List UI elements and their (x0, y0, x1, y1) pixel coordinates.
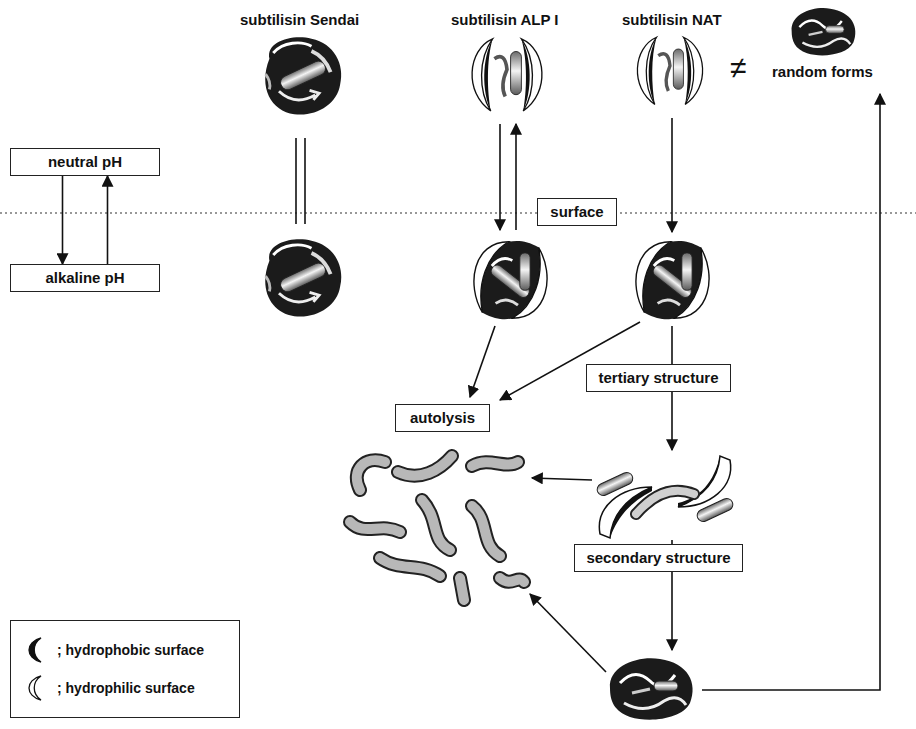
label-box: alkaline pH (10, 264, 160, 292)
label-box: autolysis (395, 404, 490, 432)
sendai-alkaline (265, 239, 341, 316)
not-equal-sign: ≠ (730, 50, 746, 86)
ph-divider (0, 212, 916, 213)
box-text: autolysis (406, 409, 479, 427)
sendai-neutral (265, 37, 341, 114)
nat-neutral (637, 37, 702, 104)
state-label: random forms (772, 63, 873, 81)
legend-sample (21, 636, 51, 664)
flow-arrow (702, 94, 880, 690)
box-text: alkaline pH (21, 269, 149, 287)
equal-bar (304, 138, 306, 224)
legend-text: ; hydrophilic surface (57, 680, 195, 696)
flow-arrow (671, 118, 673, 232)
box-text: secondary structure (585, 549, 732, 567)
flow-arrow (515, 124, 517, 230)
box-text: surface (548, 203, 606, 221)
equal-bar (295, 138, 297, 224)
alp-alkaline (474, 241, 547, 319)
random-form (610, 658, 693, 720)
nat-alkaline (636, 241, 709, 319)
unfolded-tertiary (595, 456, 735, 538)
legend-row: ; hydrophilic surface (21, 669, 229, 707)
legend-sample (21, 674, 51, 702)
protein-name: subtilisin ALP I (451, 11, 559, 29)
legend-row: ; hydrophobic surface (21, 631, 229, 669)
random-form (792, 8, 856, 55)
box-text: neutral pH (21, 153, 149, 171)
label-box: secondary structure (574, 544, 743, 572)
peptide-fragments (350, 456, 524, 600)
flow-arrow (532, 478, 592, 480)
protein-name: subtilisin Sendai (240, 11, 359, 29)
legend-box: ; hydrophobic surface ; hydrophilic surfa… (10, 620, 240, 718)
label-box: surface (537, 198, 617, 226)
flow-arrow (499, 124, 501, 230)
label-box: neutral pH (10, 148, 160, 176)
box-text: tertiary structure (597, 369, 720, 387)
alp-neutral (472, 39, 542, 111)
connector-arrow (107, 176, 109, 264)
protein-name: subtilisin NAT (622, 11, 722, 29)
flow-arrow (530, 594, 606, 672)
label-box: tertiary structure (586, 364, 731, 392)
legend-text: ; hydrophobic surface (57, 642, 204, 658)
flow-arrow (470, 326, 495, 397)
connector-arrow (62, 176, 64, 264)
